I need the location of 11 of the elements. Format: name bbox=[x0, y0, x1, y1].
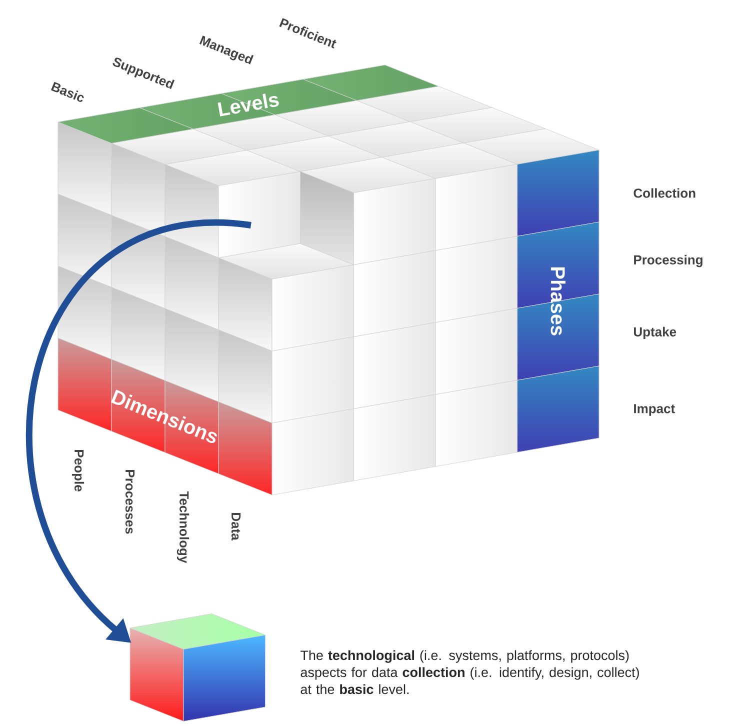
dimension-label: People bbox=[72, 450, 84, 492]
phase-label: Uptake bbox=[634, 326, 676, 340]
dimension-label: Data bbox=[231, 513, 241, 540]
small-cube bbox=[130, 614, 266, 722]
phase-label: Processing bbox=[634, 254, 702, 268]
phase-label: Collection bbox=[634, 188, 696, 198]
phases-band: Phases bbox=[517, 150, 600, 452]
phase-label: Impact bbox=[634, 404, 675, 416]
caption-text: The technological (i.e. systems, platforms, protocols) aspects for data collection (i.e. identify, design, collect) at the basic level. bbox=[300, 650, 639, 694]
node-label: Phases bbox=[550, 267, 566, 336]
cube-slot bbox=[218, 171, 354, 280]
